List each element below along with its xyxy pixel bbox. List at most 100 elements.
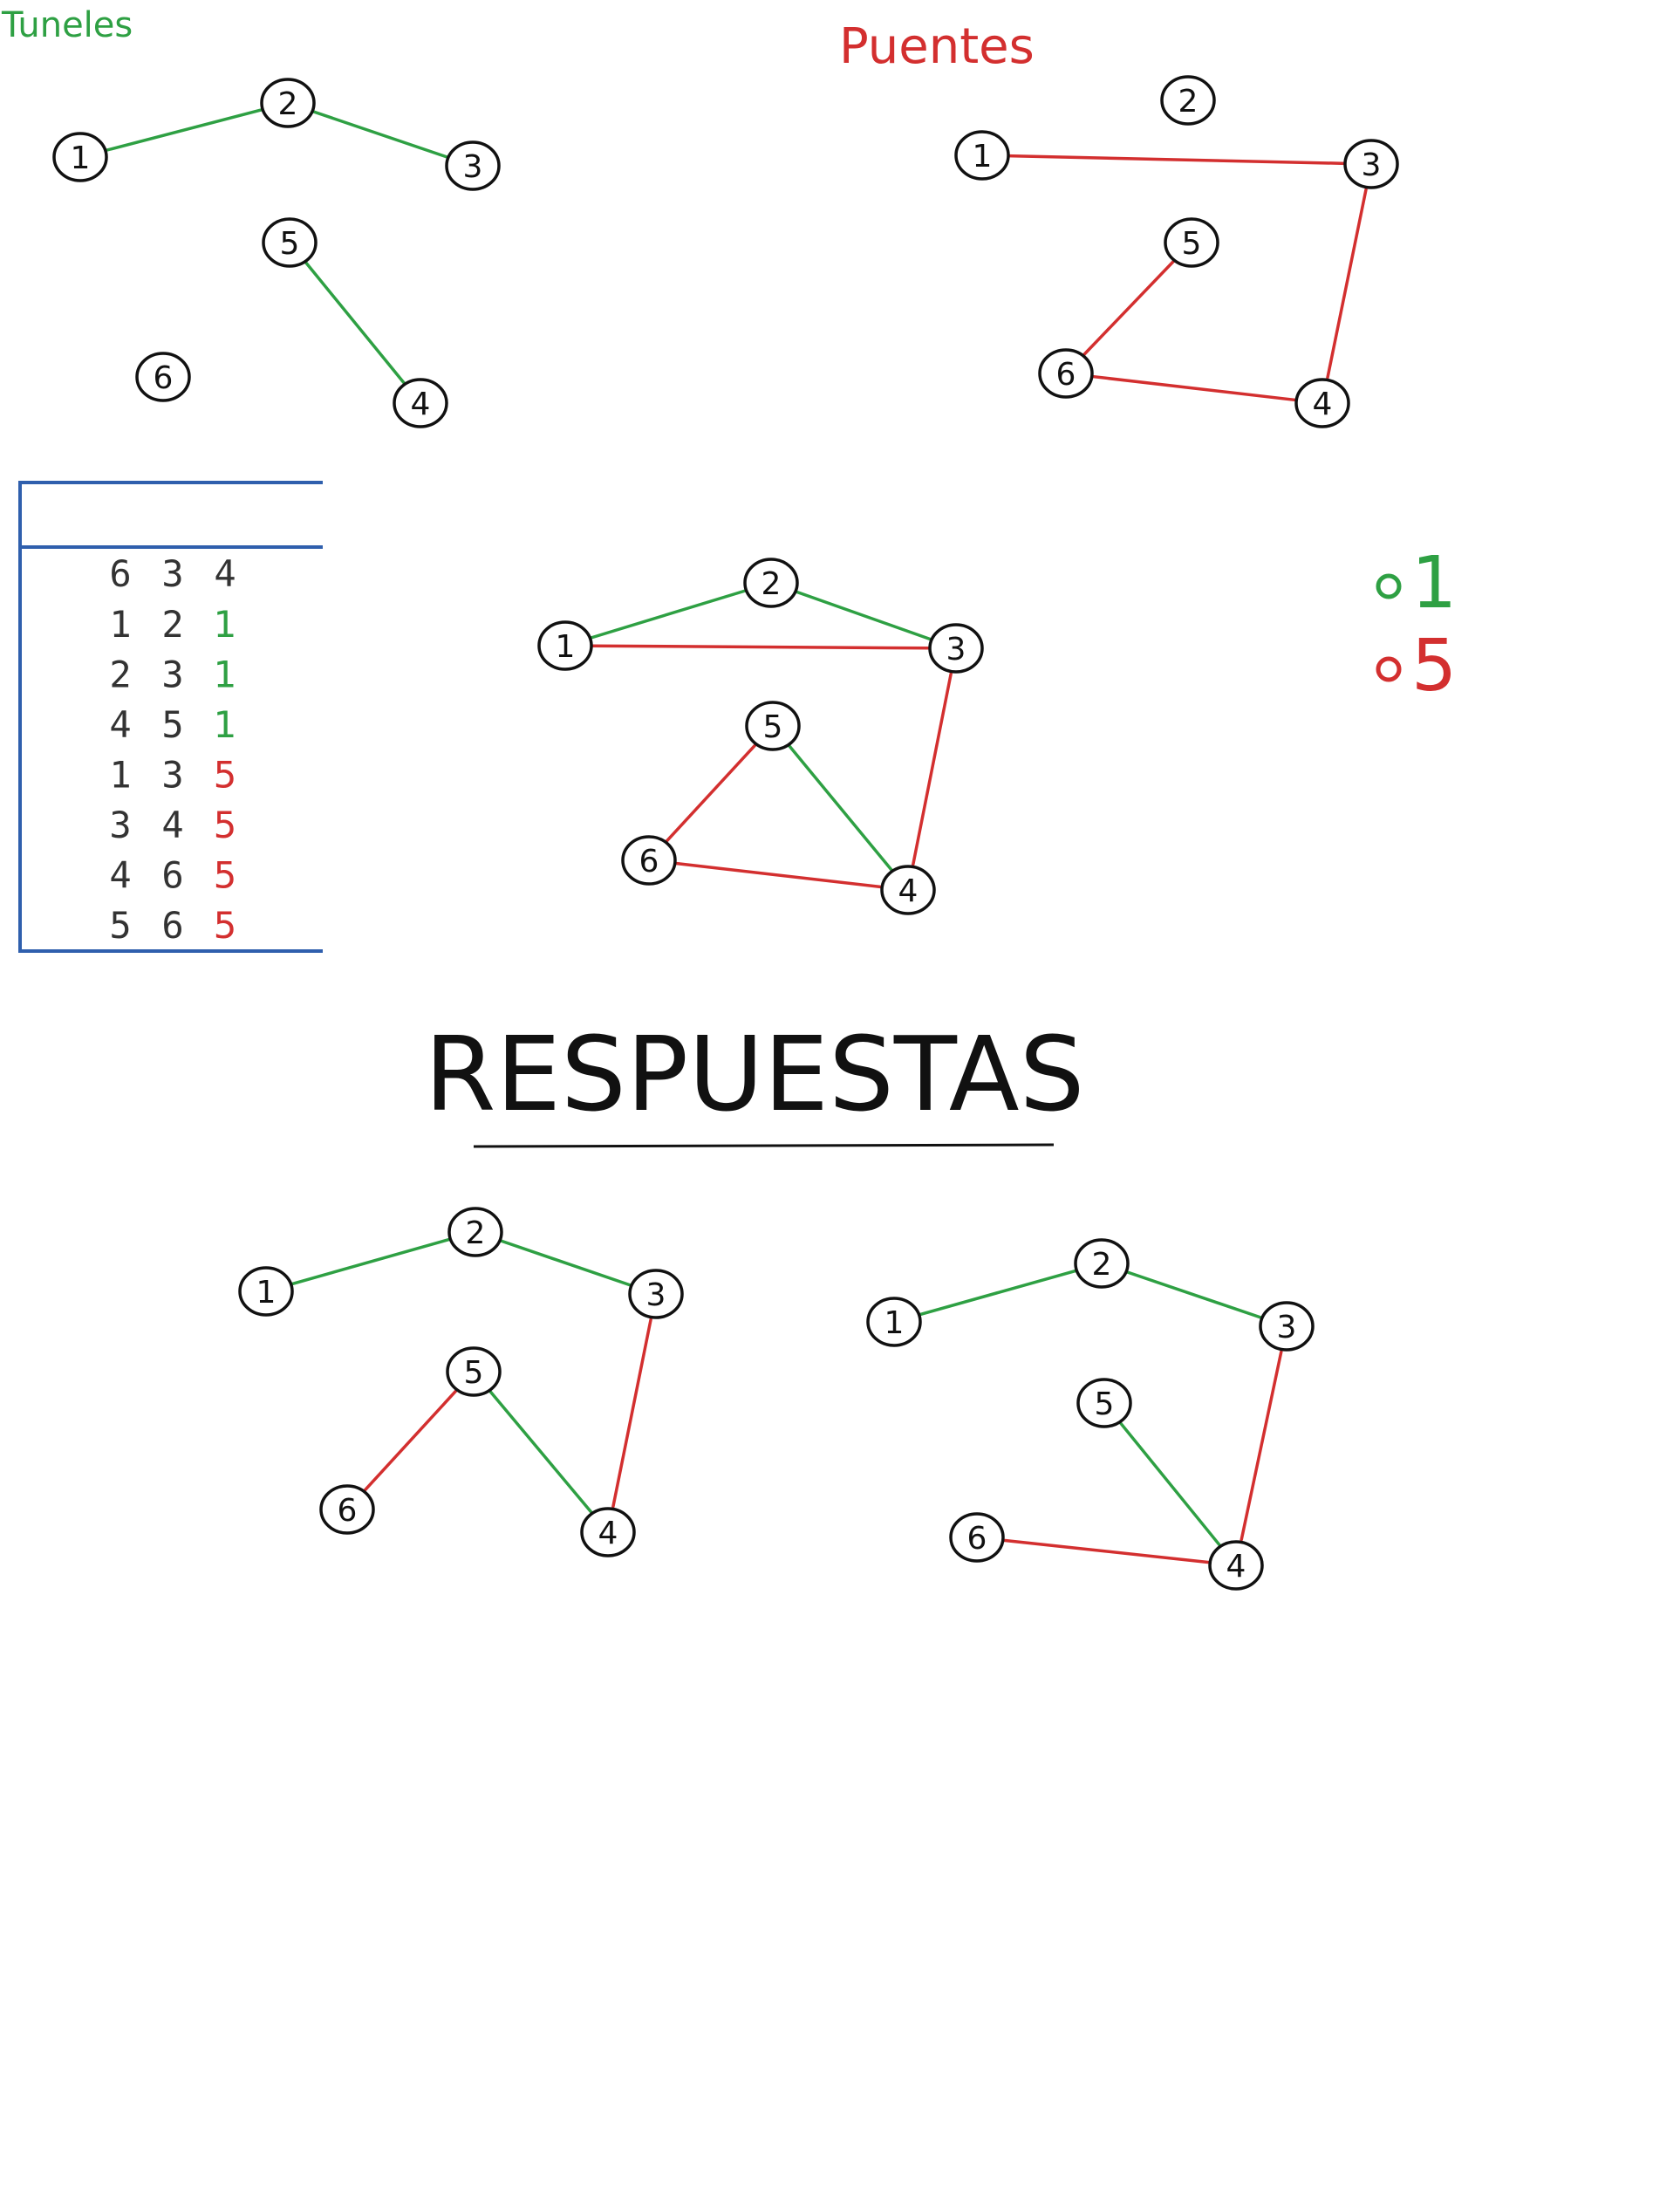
node-2: 2 <box>1074 1238 1130 1289</box>
node-3: 3 <box>1259 1301 1315 1352</box>
edge-2-3 <box>311 109 450 160</box>
node-4: 4 <box>880 865 936 915</box>
edge-1-3 <box>590 644 932 650</box>
node-1: 1 <box>52 132 108 182</box>
node-2: 2 <box>260 78 316 128</box>
node-circle <box>580 1507 636 1557</box>
edge-1-2 <box>588 589 748 640</box>
node-circle <box>446 1346 502 1397</box>
node-6: 6 <box>621 835 677 886</box>
node-circle <box>743 558 799 608</box>
node-label: 1 <box>556 629 576 665</box>
table-header-cell: 4 <box>214 552 236 595</box>
node-1: 1 <box>537 620 593 671</box>
edge-1-3 <box>1007 154 1347 166</box>
node-2: 2 <box>743 558 799 608</box>
table-cell-node: 1 <box>109 603 131 646</box>
node-label: 2 <box>466 1215 486 1251</box>
graph-puentes: 1 2 3 4 5 6 <box>954 75 1399 428</box>
node-circle <box>1160 75 1216 126</box>
node-6: 6 <box>135 352 191 402</box>
node-5: 5 <box>1164 217 1219 268</box>
node-label: 2 <box>1178 84 1199 120</box>
edge-group <box>104 107 450 385</box>
edge-3-4 <box>912 672 953 866</box>
node-circle <box>745 701 801 751</box>
node-circle <box>866 1297 922 1347</box>
node-circle <box>1076 1378 1132 1428</box>
table-cell-cost: 1 <box>214 603 237 646</box>
edge-2-3 <box>1124 1270 1264 1320</box>
node-label: 3 <box>463 149 483 185</box>
table-cell-node: 3 <box>161 654 183 696</box>
edge-3-4 <box>1240 1350 1283 1542</box>
table-border <box>18 481 323 953</box>
edge-2-3 <box>498 1238 633 1288</box>
node-label: 5 <box>464 1355 484 1391</box>
node-3: 3 <box>628 1269 684 1319</box>
node-label: 3 <box>1362 147 1382 183</box>
edge-1-2 <box>918 1269 1078 1317</box>
edge-5-4 <box>304 261 406 385</box>
legend-swatch <box>1376 656 1402 682</box>
node-label: 6 <box>1056 357 1076 393</box>
node-label: 6 <box>154 360 174 396</box>
node-circle <box>262 217 318 268</box>
node-6: 6 <box>319 1484 375 1535</box>
node-3: 3 <box>928 623 984 674</box>
node-circle <box>1259 1301 1315 1352</box>
node-5: 5 <box>1076 1378 1132 1428</box>
node-1: 1 <box>954 130 1010 181</box>
table-cell-node: 5 <box>161 703 183 746</box>
node-label: 2 <box>278 86 298 122</box>
table-cell-node: 2 <box>109 654 131 696</box>
node-circle <box>1343 139 1399 189</box>
node-circle <box>238 1266 294 1317</box>
node-4: 4 <box>580 1507 636 1557</box>
table-cell-node: 6 <box>161 904 183 947</box>
node-label: 2 <box>761 566 782 602</box>
edge-3-4 <box>1326 188 1368 380</box>
node-5: 5 <box>446 1346 502 1397</box>
respuestas-underline <box>473 1143 1055 1148</box>
table-cell-node: 3 <box>109 804 131 846</box>
graph-combinado: 1 2 3 4 5 6 <box>537 558 984 915</box>
table-cell-node: 6 <box>161 854 183 897</box>
node-label: 1 <box>71 140 91 176</box>
node-circle <box>1164 217 1219 268</box>
table-cell-node: 3 <box>161 754 183 797</box>
edge-5-6 <box>665 743 757 843</box>
edge-4-6 <box>1090 374 1298 402</box>
title-respuestas: RESPUESTAS <box>425 1014 1085 1134</box>
table-cell-cost: 5 <box>214 854 237 897</box>
node-circle <box>447 1207 503 1257</box>
node-circle <box>537 620 593 671</box>
edge-6-5 <box>1082 259 1175 357</box>
edge-group <box>918 1269 1283 1564</box>
node-circle <box>954 130 1010 181</box>
table-cell-node: 4 <box>109 854 131 897</box>
node-1: 1 <box>238 1266 294 1317</box>
node-circle <box>1208 1540 1264 1591</box>
legend-value: 1 <box>1411 542 1457 625</box>
node-label: 5 <box>763 709 783 745</box>
node-circle <box>135 352 191 402</box>
legend-value: 5 <box>1411 625 1457 708</box>
table-cell-cost: 1 <box>214 703 237 746</box>
edge-5-4 <box>1119 1421 1221 1547</box>
node-label: 4 <box>898 873 919 909</box>
table-header-cell: 6 <box>109 552 131 595</box>
node-label: 1 <box>256 1275 277 1311</box>
node-4: 4 <box>1208 1540 1264 1591</box>
node-label: 2 <box>1092 1247 1112 1283</box>
node-circle <box>393 378 448 428</box>
node-circle <box>445 140 501 191</box>
node-label: 4 <box>1313 387 1333 422</box>
